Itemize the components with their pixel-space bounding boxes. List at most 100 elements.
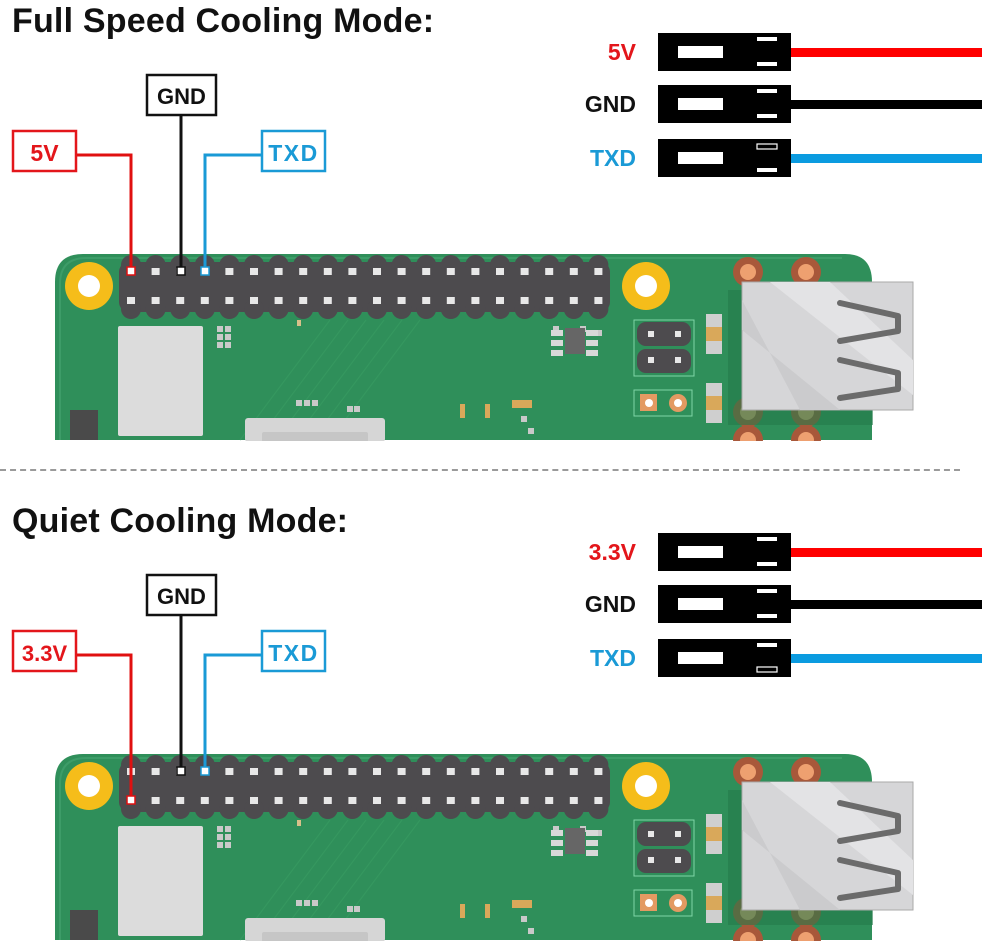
gpio-pin xyxy=(397,768,406,775)
gpio-pin xyxy=(274,268,283,275)
jumper-block xyxy=(633,319,695,417)
gpio-pin xyxy=(471,797,480,804)
smd-component xyxy=(217,826,223,832)
txd-leader-line xyxy=(203,153,262,271)
jumper-pin xyxy=(648,331,654,337)
section-divider xyxy=(0,469,960,471)
header-bump xyxy=(416,299,437,319)
gpio-pin xyxy=(594,297,603,304)
header-bump xyxy=(145,755,166,775)
header-bump xyxy=(490,799,510,819)
smd-component xyxy=(347,906,353,912)
gpio-pin xyxy=(471,268,480,275)
pad-outline xyxy=(633,889,693,917)
gpio-pin xyxy=(520,768,529,775)
gpio-header xyxy=(119,255,610,319)
soc-shield-inner xyxy=(262,932,368,942)
header-bump xyxy=(514,799,535,819)
gpio-pin xyxy=(299,797,308,804)
ic-lead xyxy=(551,850,563,856)
jumper-body xyxy=(637,822,691,846)
gpio-pin xyxy=(323,768,332,775)
header-bump xyxy=(367,799,387,819)
header-bump xyxy=(219,255,240,275)
mounting-hole-center xyxy=(78,775,100,797)
header-bump xyxy=(194,799,215,819)
header-bump xyxy=(293,755,314,775)
smd-component xyxy=(553,826,559,832)
header-bump xyxy=(416,255,437,275)
header-bump xyxy=(121,799,141,819)
smd-component xyxy=(217,342,223,348)
txd-label-box xyxy=(260,129,327,173)
jumper-pin xyxy=(675,857,681,863)
usb-port xyxy=(741,281,914,411)
header-bump xyxy=(219,799,240,819)
usb-pad-inner xyxy=(798,264,814,280)
smd-component xyxy=(217,334,223,340)
resistor xyxy=(460,904,465,918)
header-bump xyxy=(539,755,560,775)
gpio-pin xyxy=(446,797,455,804)
connector-row-txd: TXD xyxy=(590,139,982,177)
header-bump xyxy=(465,755,486,775)
power-pin-marker xyxy=(126,266,136,276)
gpio-pin xyxy=(520,797,529,804)
gpio-pin xyxy=(373,297,381,304)
usb-pad-inner xyxy=(740,264,756,280)
chip-module xyxy=(118,326,203,436)
connector-window xyxy=(678,652,723,664)
gpio-pin xyxy=(250,797,258,804)
gpio-pin xyxy=(520,268,529,275)
gpio-pin xyxy=(496,268,504,275)
connector-label: 5V xyxy=(608,39,637,65)
pad-outline xyxy=(633,389,693,417)
header-bump xyxy=(563,755,584,775)
resistor xyxy=(485,904,490,918)
header-bump xyxy=(416,799,437,819)
gpio-pin xyxy=(471,768,480,775)
header-bump xyxy=(416,755,437,775)
usb-contact-glyph xyxy=(837,300,901,344)
gpio-pin xyxy=(569,797,578,804)
wire-2 xyxy=(790,654,982,663)
jumper-body xyxy=(637,322,691,346)
jumper-outline xyxy=(633,819,695,877)
gpio-pin xyxy=(496,297,504,304)
chip-module xyxy=(118,826,203,936)
header-bump xyxy=(563,299,584,319)
txd-pin-marker xyxy=(200,766,210,776)
header-bump xyxy=(145,255,166,275)
latch-bottom xyxy=(757,562,777,566)
header-bump xyxy=(317,799,338,819)
gpio-pin xyxy=(594,268,603,275)
solder-pad-hole xyxy=(645,399,653,407)
ic-lead xyxy=(586,350,598,356)
gpio-pin xyxy=(151,268,160,275)
connector-row-5v: 5V xyxy=(608,33,982,71)
gpio-pin xyxy=(545,268,554,275)
gpio-pin xyxy=(422,797,431,804)
smd-component xyxy=(225,826,231,832)
ic-lead xyxy=(586,840,598,846)
gnd-label-box xyxy=(145,573,218,617)
solder-pad-hole xyxy=(674,399,682,407)
resistor xyxy=(297,820,301,826)
smd-component xyxy=(354,906,360,912)
latch-top xyxy=(757,643,777,647)
header-bump xyxy=(391,299,412,319)
jumper-pin xyxy=(675,331,681,337)
gpio-pin xyxy=(496,768,504,775)
header-bump xyxy=(539,255,560,275)
smd-component xyxy=(528,928,534,934)
header-bump xyxy=(145,299,166,319)
header-bump xyxy=(367,299,387,319)
header-bump xyxy=(440,255,461,275)
gpio-pin xyxy=(299,268,308,275)
gpio-pin xyxy=(151,297,160,304)
raspberry-pi-board xyxy=(55,254,873,450)
jumper-block xyxy=(633,819,695,917)
usb-pad-inner xyxy=(740,764,756,780)
